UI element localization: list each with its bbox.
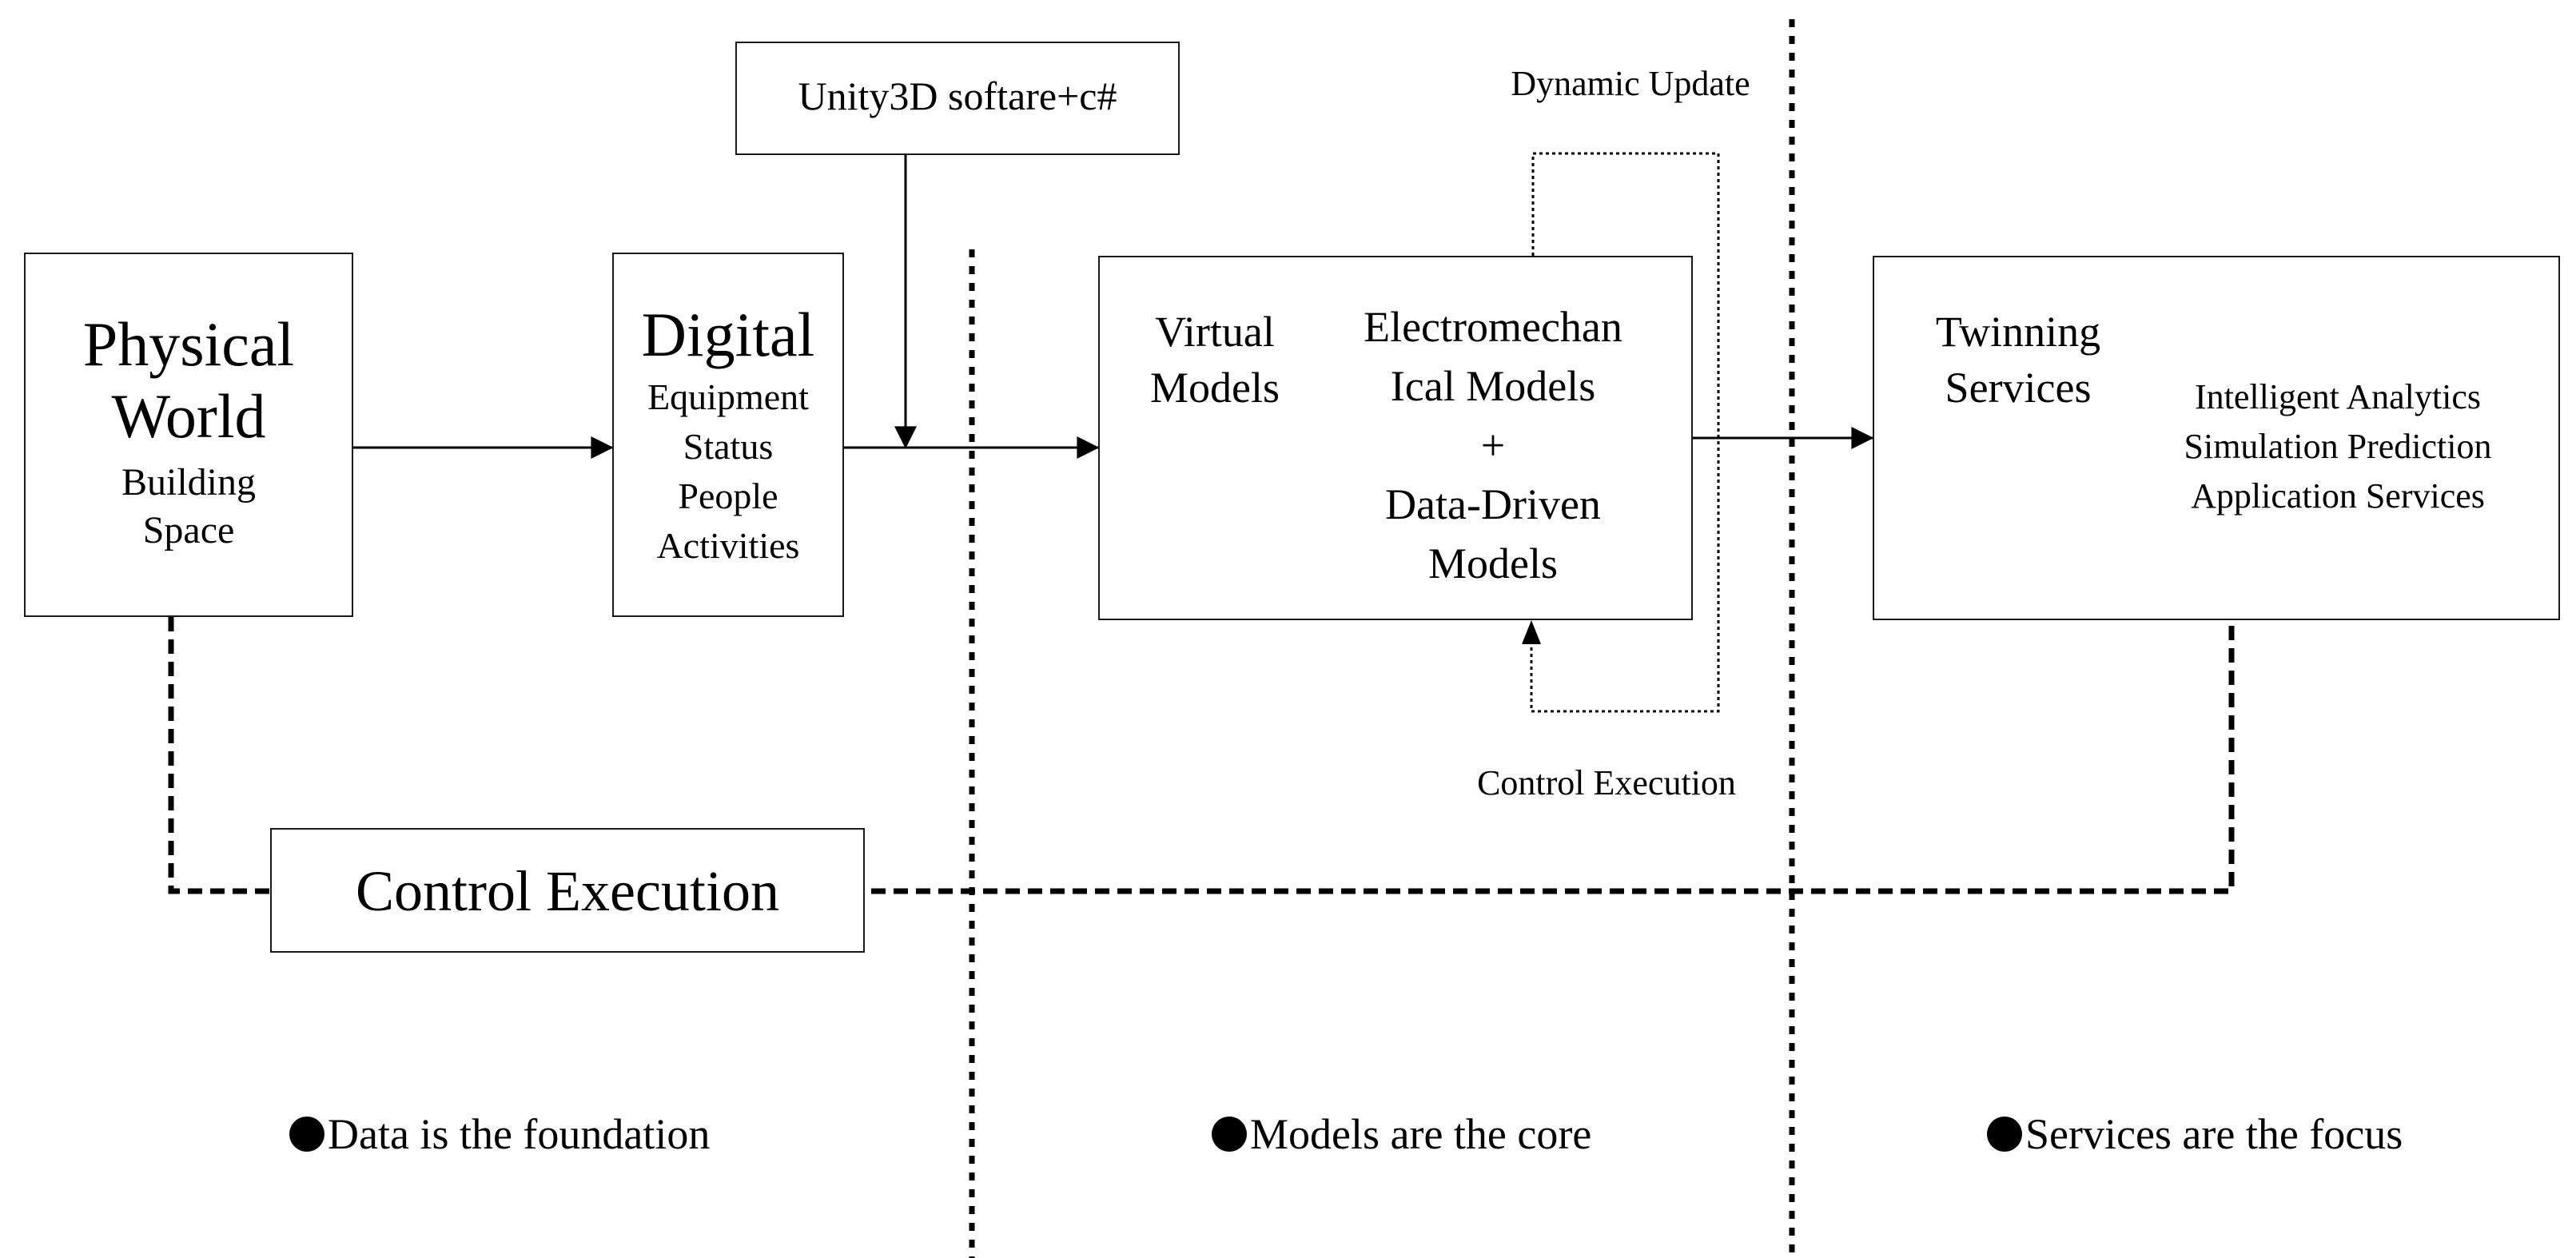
digital-box: Digital Equipment Status People Activiti… [612,253,844,617]
digital-items: Equipment Status People Activities [614,372,842,571]
service-line: Application Services [2191,476,2485,516]
physical-world-box: Physical World Building Space [24,253,353,617]
digital-item: People [678,476,778,516]
dynamic-update-label: Dynamic Update [1511,64,1750,103]
bullet-dot-icon [1212,1117,1247,1152]
control-loop-right [871,619,2235,894]
bullet-data-text: Data is the foundation [328,1110,711,1158]
bullet-dot-icon [289,1117,324,1152]
control-execution-box-label: Control Execution [356,859,779,923]
physical-title-line-2: World [111,381,266,451]
virtual-models-list: Electromechan Ical Models + Data-Driven … [1325,297,1661,593]
digital-title: Digital [641,300,815,369]
control-execution-arrowhead [1522,620,1541,644]
model-line: + [1480,421,1506,469]
virtual-label-line-2: Models [1150,364,1280,412]
dynamic-update-loop [1530,152,1720,713]
digital-item: Activities [656,525,800,566]
control-execution-label: Control Execution [1477,763,1736,802]
model-line: Electromechan [1364,303,1622,351]
model-line: Models [1428,539,1558,587]
digital-item: Status [683,426,774,467]
bullet-services-text: Services are the focus [2025,1110,2403,1158]
service-line: Intelligent Analytics [2194,377,2482,416]
twinning-label-line-1: Twinning [1935,308,2101,356]
software-box: Unity3D softare+c# [735,42,1180,155]
virtual-models-box: Virtual Models Electromechan Ical Models… [1098,256,1693,620]
service-line: Simulation Prediction [2184,427,2492,466]
control-loop-left [168,617,270,894]
bullet-dot-icon [1987,1117,2022,1152]
digital-item: Equipment [647,376,809,417]
twinning-services-box: Twinning Services Intelligent Analytics … [1873,256,2560,620]
physical-title-line-1: Physical [82,309,295,379]
model-line: Ical Models [1390,362,1596,410]
twinning-label-line-2: Services [1945,364,2092,412]
bullet-models-text: Models are the core [1250,1110,1592,1158]
model-line: Data-Driven [1385,480,1601,528]
software-label: Unity3D softare+c# [798,74,1117,118]
physical-sub-line-1: Building [121,461,257,504]
bullet-data: Data is the foundation [289,1109,710,1159]
twinning-services-list: Intelligent Analytics Simulation Predict… [2138,372,2538,521]
virtual-label-line-1: Virtual [1155,308,1275,356]
bullet-services: Services are the focus [1987,1109,2403,1159]
bullet-models: Models are the core [1212,1109,1591,1159]
control-execution-box: Control Execution [270,828,865,953]
physical-sub-line-2: Space [142,509,235,551]
